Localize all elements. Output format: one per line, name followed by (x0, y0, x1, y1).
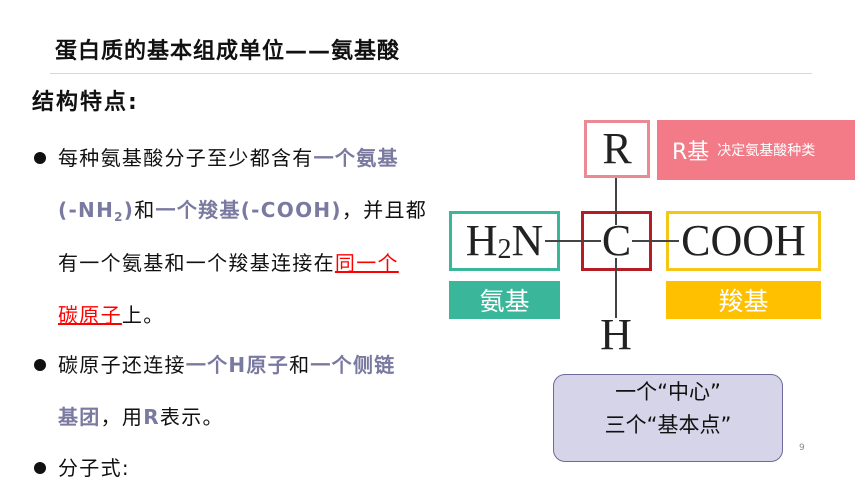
carboxyl-group-box: COOH (666, 211, 821, 271)
emphasis-text: ) (123, 198, 135, 222)
bullet-text: 分子式: (58, 456, 130, 480)
bullet-3-marker (34, 462, 46, 474)
bullet-text: 碳原子还连接 (58, 353, 186, 377)
carboxyl-group-tag: 羧基 (666, 281, 821, 319)
emphasis-text: 一个H原子 (185, 353, 290, 377)
bond-carbon-hydrogen (615, 258, 617, 318)
amino-group-tag: 氨基 (449, 281, 560, 319)
bullet-2-line-1: 碳原子还连接一个H原子和一个侧链 (58, 352, 396, 378)
amino-formula-subscript: 2 (497, 234, 512, 265)
r-group-box: R (584, 120, 650, 178)
r-group-tag: R基 决定氨基酸种类 (657, 120, 855, 180)
bullet-2-marker (34, 359, 46, 371)
r-group-tag-description: 决定氨基酸种类 (717, 143, 816, 159)
bullet-text: 上。 (121, 303, 165, 327)
section-heading: 结构特点: (32, 90, 139, 115)
bond-carbon-carboxyl (632, 240, 679, 242)
bullet-text: 和 (289, 353, 311, 377)
page-number: 9 (799, 443, 805, 453)
bullet-text: 每种氨基酸分子至少都含有 (58, 146, 314, 170)
carboxyl-formula: COOH (681, 216, 806, 265)
bullet-text: ，用 (100, 405, 144, 429)
bullet-3-line-1: 分子式: (58, 455, 130, 481)
bullet-text: 表示。 (159, 405, 224, 429)
summary-note-line: 一个“中心” (615, 380, 721, 404)
r-group-symbol: R (602, 124, 632, 173)
bullet-1-line-2: (-NH2)和一个羧基(-COOH)，并且都 (58, 197, 428, 224)
summary-note: 一个“中心” 三个“基本点” (553, 374, 783, 462)
bullet-text: 和 (134, 198, 156, 222)
emphasis-text: 一个羧基(-COOH) (155, 198, 342, 222)
highlight-text: 同一个 (334, 251, 399, 275)
amino-formula-n: N (511, 216, 544, 265)
bullet-1-line-3: 有一个氨基和一个羧基连接在同一个 (58, 250, 399, 276)
bullet-1-line-1: 每种氨基酸分子至少都含有一个氨基 (58, 145, 399, 171)
bond-amino-carbon (545, 240, 601, 242)
highlight-text: 碳原子 (58, 303, 122, 327)
r-group-tag-label: R基 (672, 140, 710, 165)
alpha-carbon-symbol: C (601, 216, 632, 265)
bullet-1-marker (34, 152, 46, 164)
slide-title: 蛋白质的基本组成单位——氨基酸 (55, 39, 401, 64)
bullet-2-line-2: 基团，用R表示。 (58, 404, 224, 430)
hydrogen-atom: H (600, 310, 632, 359)
emphasis-text: (-NH (58, 198, 115, 222)
emphasis-text: 一个氨基 (313, 146, 399, 170)
emphasis-subscript: 2 (114, 210, 124, 224)
emphasis-text: R (143, 405, 160, 429)
summary-note-line: 三个“基本点” (604, 413, 732, 437)
bullet-1-line-4: 碳原子上。 (58, 302, 165, 328)
amino-formula-h: H (465, 216, 498, 265)
emphasis-text: 一个侧链 (310, 353, 396, 377)
bullet-text: 有一个氨基和一个羧基连接在 (58, 251, 335, 275)
bullet-text: ，并且都 (341, 198, 428, 222)
title-divider (50, 73, 812, 74)
emphasis-text: 基团 (58, 405, 101, 429)
bond-carbon-r-group (615, 178, 617, 225)
